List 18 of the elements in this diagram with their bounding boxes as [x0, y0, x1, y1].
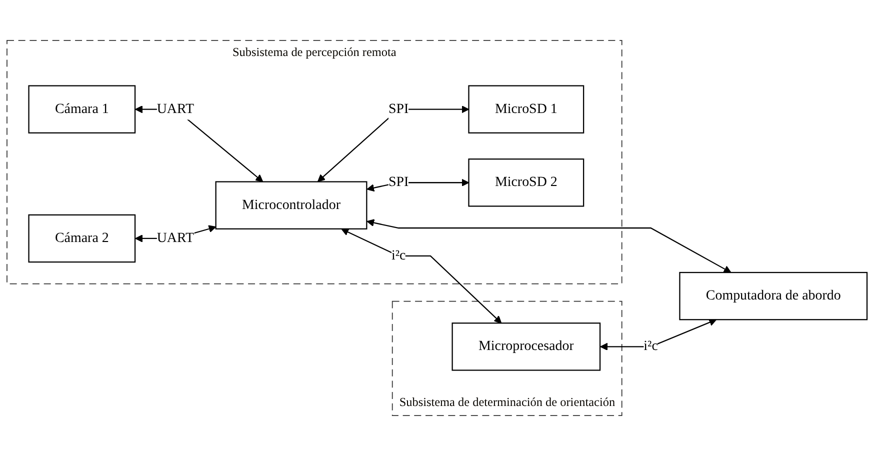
- arrow: [341, 228, 502, 324]
- edge-label: UART: [156, 101, 194, 116]
- arrow: [600, 318, 717, 351]
- node-box: Microcontrolador: [215, 181, 368, 230]
- arrow: [366, 178, 470, 192]
- arrow: [366, 219, 732, 273]
- node-box: MicroSD 1: [468, 85, 584, 134]
- edge-label: SPI: [388, 101, 409, 116]
- arrow: [318, 105, 470, 182]
- node-box: MicroSD 2: [468, 158, 584, 207]
- edge-label: SPI: [388, 174, 409, 190]
- node-box: Computadora de abordo: [679, 272, 868, 320]
- node-box: Cámara 2: [28, 214, 136, 263]
- node-box: Cámara 1: [28, 85, 136, 134]
- node-box: Microprocesador: [452, 322, 601, 371]
- edge-label: i²c: [391, 248, 406, 263]
- edge-label: UART: [156, 230, 194, 246]
- edge-label: i²c: [644, 338, 658, 354]
